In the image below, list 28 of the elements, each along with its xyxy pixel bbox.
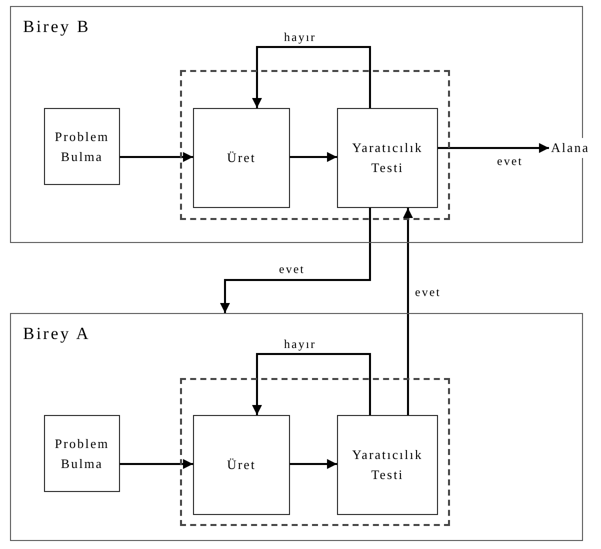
arrow bbox=[120, 152, 193, 162]
arrow bbox=[403, 208, 413, 415]
dashed-group-box bbox=[180, 378, 450, 526]
box-label: Yaratıcılık Testi bbox=[351, 446, 424, 484]
edge-label: hayır bbox=[283, 30, 318, 45]
edge-label: hayır bbox=[283, 337, 318, 352]
process-box bbox=[337, 415, 438, 515]
process-box bbox=[337, 108, 438, 208]
dashed-group-box bbox=[180, 70, 450, 220]
arrow bbox=[120, 459, 193, 469]
box-label: Problem Bulma bbox=[54, 128, 110, 166]
process-box bbox=[193, 108, 290, 208]
arrow bbox=[438, 143, 549, 153]
arrow bbox=[220, 208, 371, 313]
box-label: Üret bbox=[226, 149, 258, 167]
arrow bbox=[252, 353, 371, 415]
process-box bbox=[193, 415, 290, 515]
group-title: Birey A bbox=[23, 324, 90, 344]
group-box bbox=[10, 313, 583, 541]
box-label: Yaratıcılık Testi bbox=[351, 139, 424, 177]
group-title: Birey B bbox=[23, 17, 90, 37]
arrow bbox=[252, 46, 371, 108]
process-box bbox=[44, 108, 120, 185]
arrow bbox=[290, 459, 337, 469]
arrow bbox=[290, 152, 337, 162]
box-label: Üret bbox=[226, 456, 258, 474]
box-label: Problem Bulma bbox=[54, 434, 110, 472]
process-box bbox=[44, 415, 120, 492]
